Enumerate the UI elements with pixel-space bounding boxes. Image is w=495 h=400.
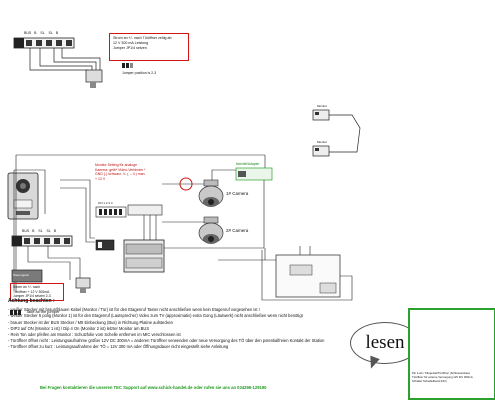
wire-station-2 [60, 187, 95, 243]
bottom-red-line: Türöffner + 12 V 300mA [13, 289, 50, 294]
top-red-annotation: Strom an +/- nach Türöffner zeitig ab 12… [109, 33, 189, 61]
camera-2 [198, 216, 224, 244]
wire-top-4 [61, 48, 101, 70]
notes-row: - brauer Stecker ist der BUS Stecker / M… [8, 319, 173, 325]
dip-switch-label: ON 1 2 3 4 [98, 201, 113, 205]
monitor-setting-line: Kamera: gelb* Video-Verbinder * [95, 167, 146, 172]
top-terminal-block [13, 37, 75, 49]
bottom-red-line: Jumper JP1/4 setzen 2-3 [13, 294, 51, 298]
top-terminal-labels: BUS B SL SL B [24, 31, 59, 35]
greenbox-line: Schalter Scheitlelband (NO) [412, 378, 447, 383]
greenbox-line: Pin 1-Alr / Klingelsel/Türöffner (Schlos… [412, 371, 470, 375]
right-device-top [312, 109, 330, 121]
notes-row: - Rein Ton oder pfeifen am Monitor : Sch… [8, 332, 181, 338]
notes-row: - weißer Stecker 5 polig (Monitor 1) ist… [8, 313, 303, 319]
top-door-lock [85, 69, 103, 88]
outdoor-station [7, 172, 39, 220]
lower-terminal-block [11, 235, 73, 247]
monitor-setting-note: Monitor Setting für analoge Kamera: gelb… [95, 163, 146, 182]
wire-lower-terminal [27, 246, 81, 280]
power-adapter [235, 167, 273, 181]
wire-station-1 [60, 179, 95, 239]
wire-board-vertical [143, 215, 157, 240]
notes-title: Achtung beachten : [8, 298, 55, 304]
camera-2-label: 2# Camera [226, 228, 249, 233]
monitor-board [123, 204, 165, 273]
camera-1-label: 1# Camera [226, 191, 249, 196]
dip-switch-block [95, 206, 127, 218]
right-device-bottom [312, 145, 330, 157]
bottom-red-annotation: Strom an +/- nach Türöffner + 12 V 300mA… [10, 283, 64, 301]
notes-row: - Türöffner öffnet zu kurz : Leistungsau… [8, 344, 229, 350]
plug-block [95, 239, 115, 251]
bottom-jumper-label: Take all the jumper [26, 309, 60, 314]
top-jumper-icon [122, 63, 133, 68]
top-red-line: Strom an +/- nach Türöffner zeitig ab [113, 36, 172, 40]
monitor-setting-line: Monitor Setting für analoge [95, 163, 138, 167]
greenbox-panel: Pin 1-Alr / Klingelsel/Türöffner (Schlos… [408, 308, 495, 400]
bottom-jumper-icon [10, 310, 21, 315]
camera-1 [198, 179, 224, 207]
lower-terminal-labels: BUS B SL SL B [22, 229, 57, 233]
wire-control-top [299, 246, 311, 255]
gray-module-label: Steuergerät [13, 273, 29, 277]
monitor-setting-line: + 12 V [95, 177, 106, 182]
greenbox-text: Pin 1-Alr / Klingelsel/Türöffner (Schlos… [412, 371, 492, 383]
wire-control-unit [261, 250, 353, 301]
bottom-red-line: Strom an +/- nach [13, 285, 41, 289]
monitor-setting-line: GND (-) schwarz, V- ( -- 4 ) man [95, 172, 145, 177]
wire-right-loop [329, 114, 361, 153]
power-adapter-label: Netzteil/Adapter [236, 162, 260, 166]
instruction-notes: Achtung beachten : - weißer Stecker mit … [8, 298, 403, 351]
top-red-line: Jumper JP1/4 setzen [113, 46, 147, 50]
gray-module [11, 269, 43, 283]
notes-row: - Türöffner öffnet nicht : Leistungsaufn… [8, 338, 325, 344]
greenbox-line: Türöffner für externe Versorgung 12V DC … [412, 374, 473, 379]
wire-left-top [15, 154, 265, 168]
right-control-unit [275, 254, 341, 298]
wire-left-inner [14, 169, 46, 214]
support-footer: Bei Fragen kontaktieren die unseren TEC … [40, 385, 267, 390]
bottom-door-lock [75, 277, 91, 293]
right-device-bottom-label: Monitor [317, 140, 328, 144]
right-device-top-label: Monitor [317, 104, 328, 108]
wire-top-1 [29, 48, 89, 78]
notes-row: - weißer Stecker mit braun/blauen Kabel … [8, 307, 260, 313]
wire-top-2 [39, 48, 93, 78]
top-jumper-label: Jumper position is 2-3 [122, 71, 157, 75]
notes-row: - DIP3 auf ON (Monitor 1 ist) / Dip 4 On… [8, 325, 150, 331]
top-red-line: 12 V 300 mA Leistung [113, 41, 149, 45]
wire-top-3 [53, 48, 97, 70]
